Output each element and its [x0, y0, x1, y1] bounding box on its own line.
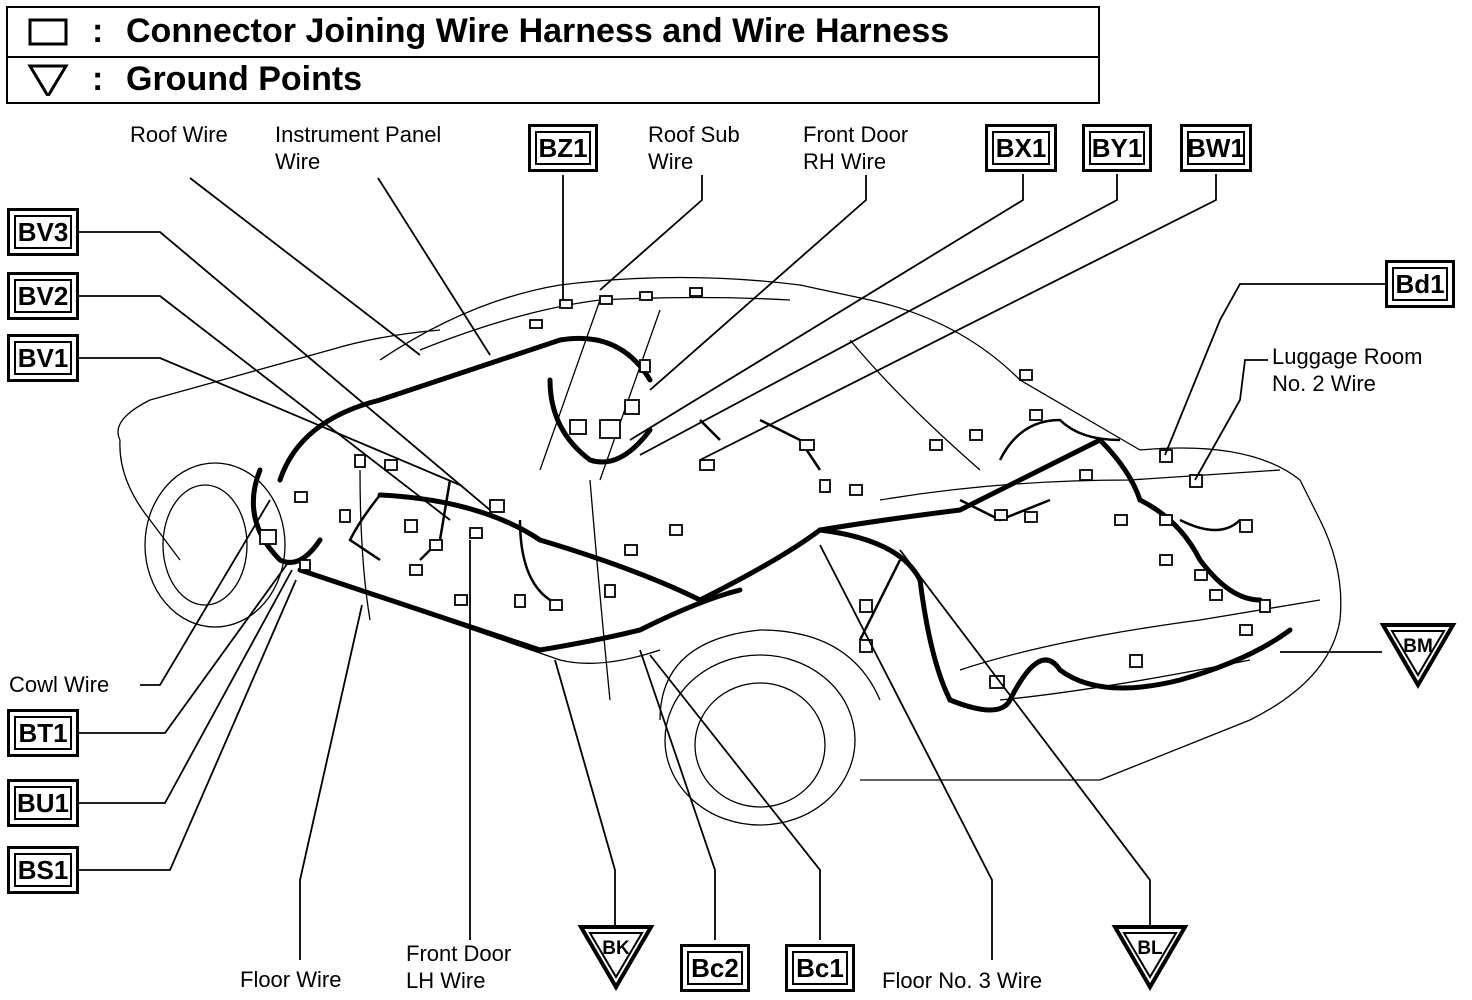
small-connectors — [259, 287, 1271, 689]
luggage-room-label-2: No. 2 Wire — [1272, 371, 1376, 396]
legend-ground-text: Ground Points — [126, 60, 363, 98]
connector-bu1: BU1 — [7, 779, 79, 827]
luggage-room-label-1: Luggage Room — [1272, 344, 1423, 369]
legend-colon: : — [92, 60, 104, 98]
cowl-wire-label: Cowl Wire — [9, 672, 110, 697]
roof-wire-label: Roof Wire — [130, 122, 228, 147]
floor-no3-wire-label: Floor No. 3 Wire — [882, 968, 1043, 993]
instrument-panel-wire-label-2: Wire — [275, 149, 321, 174]
connector-bx1: BX1 — [985, 124, 1057, 172]
connector-bc2: Bc2 — [680, 944, 750, 992]
ground-point-bl: BL — [1111, 924, 1189, 991]
connector-bv2: BV2 — [7, 272, 79, 320]
rear-wheel — [664, 654, 856, 826]
ground-label-bm: BM — [1403, 636, 1433, 657]
connector-box-icon — [28, 18, 68, 46]
front-door-rh-label-2: RH Wire — [803, 149, 887, 174]
ground-label-bl: BL — [1137, 938, 1163, 959]
connector-bc1: Bc1 — [785, 944, 855, 992]
car-body-outline — [117, 276, 1342, 826]
connector-by1: BY1 — [1082, 124, 1152, 172]
roof-sub-wire-label-1: Roof Sub — [648, 122, 740, 147]
front-door-lh-label-1: Front Door — [406, 941, 512, 966]
ground-point-bm: BM — [1379, 622, 1457, 689]
legend-connector-row: : Connector Joining Wire Harness and Wir… — [8, 8, 1098, 58]
roof-sub-wire-label-2: Wire — [648, 149, 694, 174]
legend-colon: : — [92, 12, 104, 50]
connector-bt1: BT1 — [7, 709, 79, 757]
connector-bz1: BZ1 — [528, 124, 598, 172]
front-wheel — [144, 462, 286, 628]
ground-point-bk: BK — [577, 924, 655, 991]
connector-bw1: BW1 — [1180, 124, 1252, 172]
legend: : Connector Joining Wire Harness and Wir… — [6, 6, 1100, 104]
legend-ground-row: : Ground Points — [8, 56, 1098, 104]
wire-harness — [250, 335, 1293, 713]
floor-wire-label: Floor Wire — [240, 967, 342, 992]
ground-label-bk: BK — [602, 938, 630, 959]
wire-branches — [348, 418, 1241, 641]
connector-bd1: Bd1 — [1385, 260, 1455, 308]
leader-lines — [78, 174, 1385, 960]
connector-bs1: BS1 — [7, 846, 79, 894]
connector-bv3: BV3 — [7, 208, 79, 256]
connector-bv1: BV1 — [7, 334, 79, 382]
front-door-lh-label-2: LH Wire — [406, 968, 486, 993]
ground-triangle-icon — [27, 64, 69, 96]
legend-connector-text: Connector Joining Wire Harness and Wire … — [126, 12, 950, 50]
instrument-panel-wire-label-1: Instrument Panel — [275, 122, 442, 147]
front-door-rh-label-1: Front Door — [803, 122, 909, 147]
